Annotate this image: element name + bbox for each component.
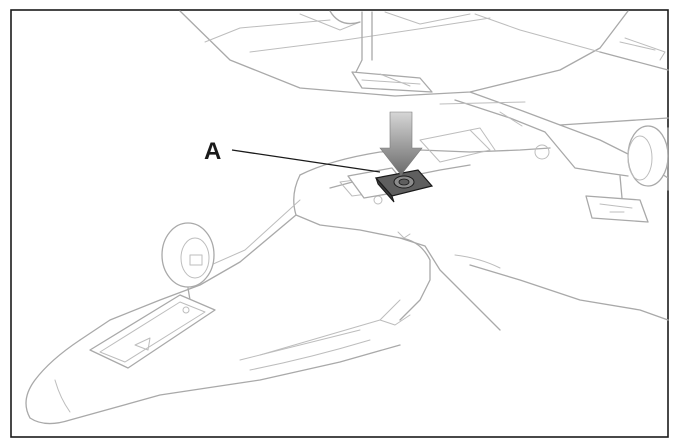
left-wing [79,214,297,341]
down-arrow [379,111,423,176]
part-a [347,167,434,203]
callout-label-a: A [204,138,221,165]
callout-leader-line [231,149,381,173]
left-main-wheel [161,222,215,288]
diagram-frame [10,9,669,438]
aircraft-outline [25,10,669,425]
right-wing [179,10,629,97]
